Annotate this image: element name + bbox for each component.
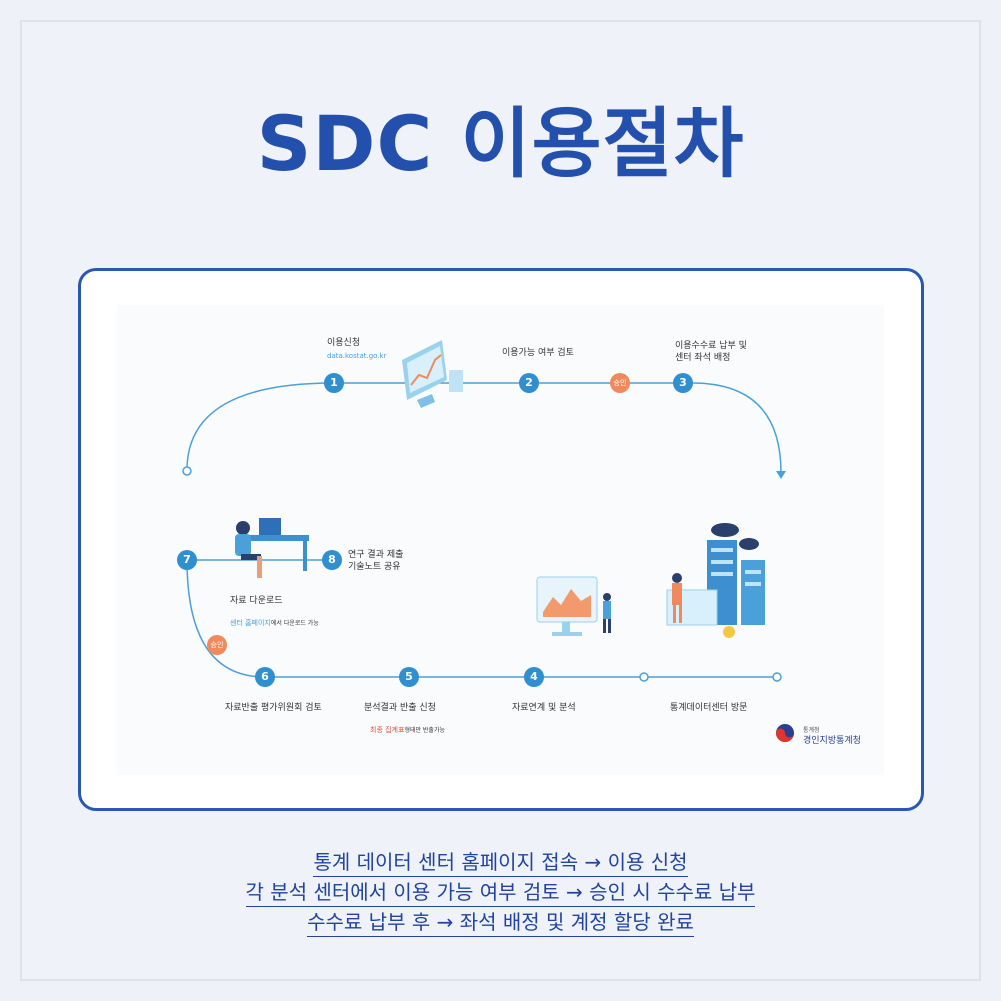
flow-line-left-top	[186, 382, 335, 471]
step-6-badge: 6	[255, 667, 275, 687]
procedure-diagram: 1 2 승인 3 7 8 승인 6 5 4 이용신청 data.kostat.g…	[117, 305, 884, 775]
step-1-badge: 1	[324, 373, 344, 393]
step-8-label-line1: 연구 결과 제출	[348, 550, 404, 560]
desk-illustration	[235, 518, 309, 578]
line-end-node	[182, 466, 192, 476]
page-title: SDC 이용절차	[256, 99, 745, 188]
flow-line-top	[334, 382, 782, 474]
step-1-label: 이용신청	[327, 338, 361, 348]
logo-line1: 통계청	[803, 727, 820, 734]
step-8-label-line2: 기술노트 공유	[348, 562, 401, 572]
step-5-sub: 최종 집계표형태만 반출가능	[370, 717, 445, 736]
step-2-badge: 2	[519, 373, 539, 393]
visit-label: 통계데이터센터 방문	[670, 703, 748, 713]
step-8-badge: 8	[322, 550, 342, 570]
step-5-label: 분석결과 반출 신청	[364, 703, 436, 713]
step-7-sub-a: 센터 홈페이지	[230, 619, 271, 627]
step-5-sub-a: 최종 집계표	[370, 726, 405, 734]
approve-badge-left: 승인	[207, 635, 227, 655]
line-node	[772, 672, 782, 682]
line-node	[639, 672, 649, 682]
step-7-sub-b: 에서 다운로드 가능	[270, 620, 319, 627]
step-7-label: 자료 다운로드	[230, 596, 283, 606]
step-6-label: 자료반출 평가위원회 검토	[225, 703, 322, 713]
arrow-head	[776, 471, 786, 479]
datacenter-illustration	[666, 523, 765, 638]
step-2-label: 이용가능 여부 검토	[502, 348, 574, 358]
step-5-sub-b: 형태만 반출가능	[404, 727, 445, 734]
step-5-badge: 5	[399, 667, 419, 687]
flow-lines	[182, 340, 794, 742]
step-4-label: 자료연계 및 분석	[512, 703, 576, 713]
logo-line2: 경인지방통계청	[803, 736, 861, 746]
caption-line-1: 통계 데이터 센터 홈페이지 접속 → 이용 신청	[313, 848, 688, 877]
monitor-illustration	[402, 340, 463, 408]
kostat-logo-icon	[776, 724, 794, 742]
flow-line-left-bottom	[186, 559, 266, 678]
analysis-illustration	[536, 576, 611, 636]
step-7-badge: 7	[177, 550, 197, 570]
step-3-label-line2: 센터 좌석 배정	[675, 353, 731, 363]
step-7-sub: 센터 홈페이지에서 다운로드 가능	[230, 610, 319, 629]
step-3-label-line1: 이용수수료 납부 및	[675, 341, 747, 351]
caption-line-3: 수수료 납부 후 → 좌석 배정 및 계정 할당 완료	[307, 908, 694, 937]
step-1-url: data.kostat.go.kr	[327, 352, 387, 360]
caption-list: 통계 데이터 센터 홈페이지 접속 → 이용 신청 각 분석 센터에서 이용 가…	[0, 848, 1001, 938]
caption-line-2: 각 분석 센터에서 이용 가능 여부 검토 → 승인 시 수수료 납부	[245, 878, 756, 907]
approve-badge-top: 승인	[610, 373, 630, 393]
step-4-badge: 4	[524, 667, 544, 687]
step-3-badge: 3	[673, 373, 693, 393]
